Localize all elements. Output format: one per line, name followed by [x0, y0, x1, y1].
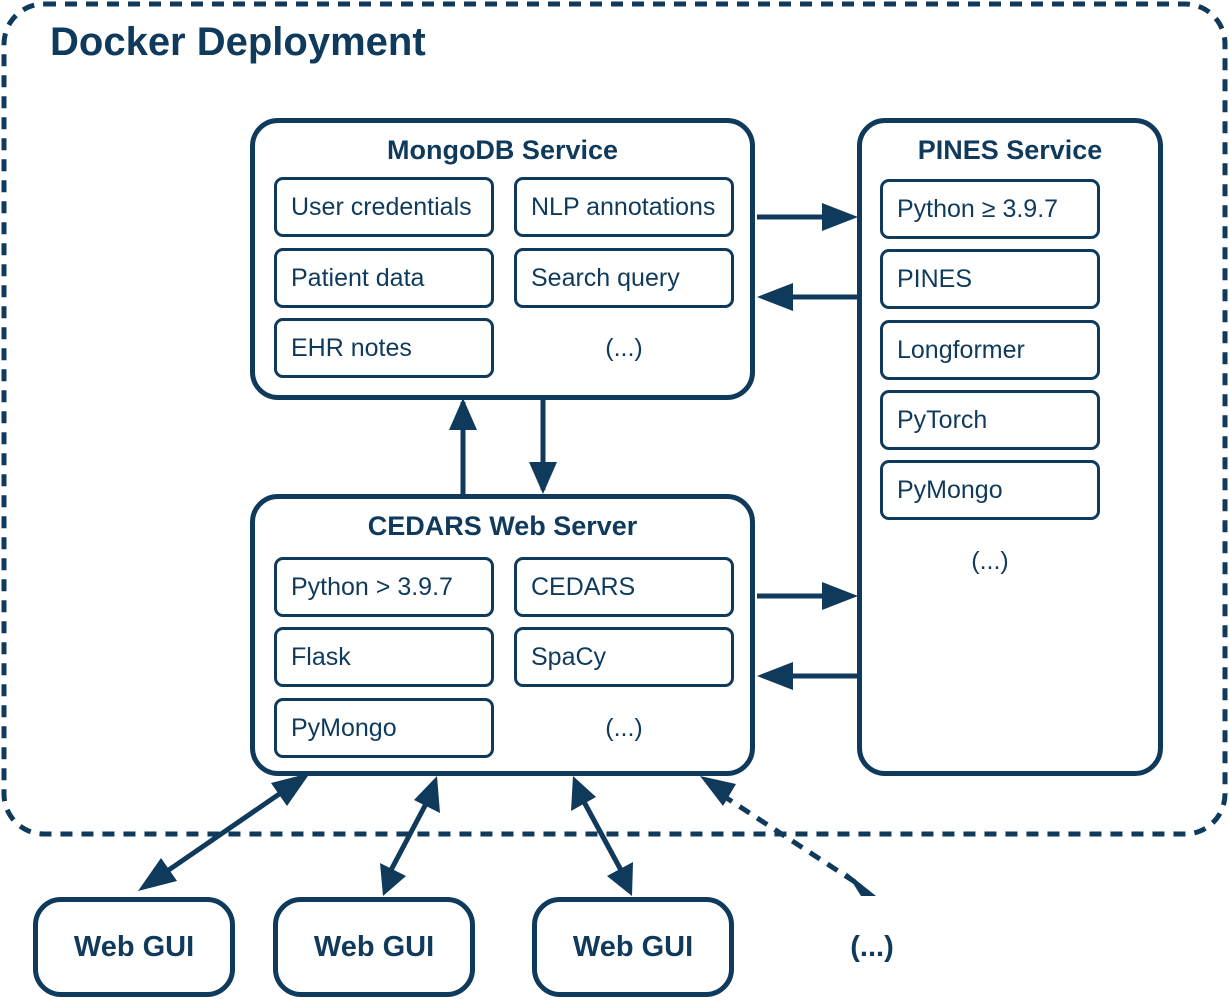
web-gui-1: Web GUI [33, 897, 235, 997]
mongodb-service-box: MongoDB Service User credentials NLP ann… [250, 118, 755, 400]
arrow-cedars-gui-1 [138, 773, 310, 891]
cedars-item-python: Python > 3.9.7 [274, 557, 494, 617]
cedars-item-flask: Flask [274, 627, 494, 687]
arrowhead [822, 582, 858, 610]
mongodb-item-search-query: Search query [514, 248, 734, 308]
web-gui-more: (...) [850, 931, 894, 963]
arrowhead [529, 462, 557, 494]
pines-service-box: PINES Service Python ≥ 3.9.7 PINES Longf… [857, 118, 1163, 776]
mongodb-service-title: MongoDB Service [386, 135, 619, 165]
pines-item-pymongo: PyMongo [880, 460, 1100, 520]
arrowhead [757, 662, 793, 690]
pines-item-python: Python ≥ 3.9.7 [880, 179, 1100, 239]
arrowhead [449, 398, 477, 430]
pines-service-title: PINES Service [917, 135, 1103, 165]
pines-item-pines: PINES [880, 249, 1100, 309]
mongodb-item-nlp-annotations: NLP annotations [514, 177, 734, 237]
cedars-item-spacy: SpaCy [514, 627, 734, 687]
page-title: Docker Deployment [50, 20, 426, 64]
pines-ellipsis: (...) [971, 547, 1009, 575]
cedars-web-server-title: CEDARS Web Server [367, 511, 638, 541]
pines-item-pytorch: PyTorch [880, 390, 1100, 450]
cedars-ellipsis: (...) [605, 714, 643, 742]
mongodb-item-patient-data: Patient data [274, 248, 494, 308]
arrowhead [757, 283, 793, 311]
cedars-item-pymongo: PyMongo [274, 698, 494, 758]
cedars-web-server-box: CEDARS Web Server Python > 3.9.7 CEDARS … [250, 494, 755, 776]
mongodb-item-user-credentials: User credentials [274, 177, 494, 237]
pines-item-longformer: Longformer [880, 320, 1100, 380]
web-gui-3: Web GUI [532, 897, 734, 997]
arrow-cedars-more-dashed [700, 776, 876, 896]
arrowhead [822, 203, 858, 231]
web-gui-2: Web GUI [273, 897, 475, 997]
arrow-cedars-gui-3 [571, 776, 633, 896]
cedars-item-cedars: CEDARS [514, 557, 734, 617]
docker-boundary [1, 1, 1228, 837]
arrow-cedars-gui-2 [380, 776, 440, 896]
mongodb-item-ehr-notes: EHR notes [274, 318, 494, 378]
mongodb-ellipsis: (...) [605, 334, 643, 362]
